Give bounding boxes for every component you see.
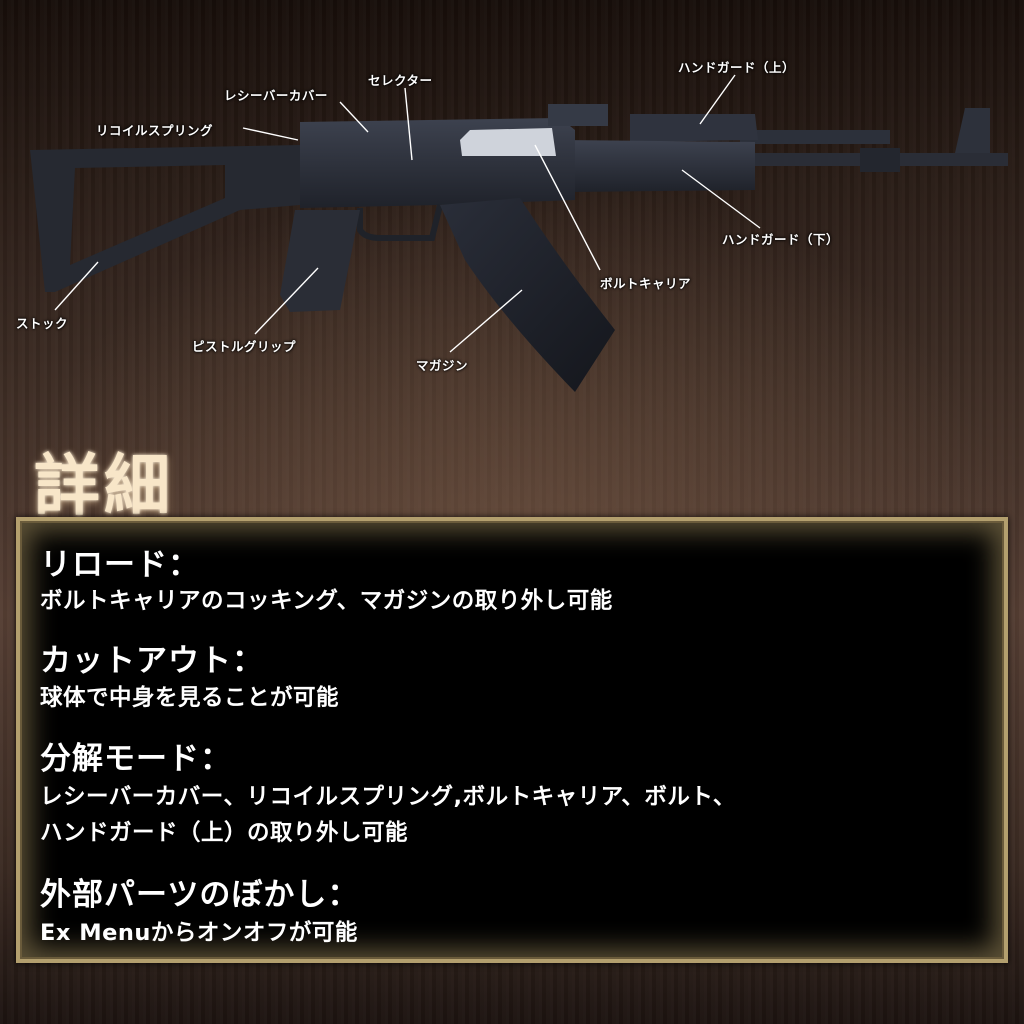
pistol-grip-part — [280, 210, 360, 312]
blur-heading: 外部パーツのぼかし： — [40, 877, 360, 913]
label-bolt-carrier: ボルトキャリア — [600, 276, 692, 291]
rifle-illustration — [30, 74, 1008, 392]
disassembly-heading: 分解モード： — [40, 741, 232, 777]
label-magazine: マガジン — [416, 358, 469, 373]
label-handguard-upper: ハンドガード（上） — [678, 60, 796, 75]
label-handguard-lower: ハンドガード（下） — [722, 232, 840, 247]
label-selector: セレクター — [368, 73, 433, 88]
front-sight — [955, 108, 990, 153]
handguard-lower-part — [560, 140, 755, 192]
cutout-heading: カットアウト： — [40, 643, 264, 679]
reload-text: ボルトキャリアのコッキング、マガジンの取り外し可能 — [40, 588, 613, 614]
details-panel: リロード： ボルトキャリアのコッキング、マガジンの取り外し可能 カットアウト： … — [16, 517, 1008, 963]
trigger-guard — [357, 204, 443, 241]
reload-heading: リロード： — [40, 547, 200, 583]
disassembly-text-line1: レシーバーカバー、リコイルスプリング,ボルトキャリア、ボルト、 — [40, 784, 736, 810]
magazine-part — [440, 198, 615, 392]
handguard-upper-part — [630, 114, 758, 142]
disassembly-text-line2: ハンドガード（上）の取り外し可能 — [40, 820, 409, 846]
label-stock: ストック — [16, 316, 69, 331]
section-title: 詳細 — [34, 447, 174, 524]
gas-tube — [740, 130, 890, 144]
label-pistol-grip: ピストルグリップ — [192, 339, 297, 354]
bolt-carrier-part — [460, 128, 556, 156]
label-recoil-spring: リコイルスプリング — [96, 123, 214, 138]
rear-sight — [548, 104, 608, 126]
cutout-text: 球体で中身を見ることが可能 — [40, 685, 340, 711]
blur-text: Ex Menuからオンオフが可能 — [40, 920, 358, 946]
label-receiver-cover: レシーバーカバー — [224, 88, 328, 103]
leader-lines — [54, 74, 761, 353]
stock-part — [30, 145, 300, 292]
